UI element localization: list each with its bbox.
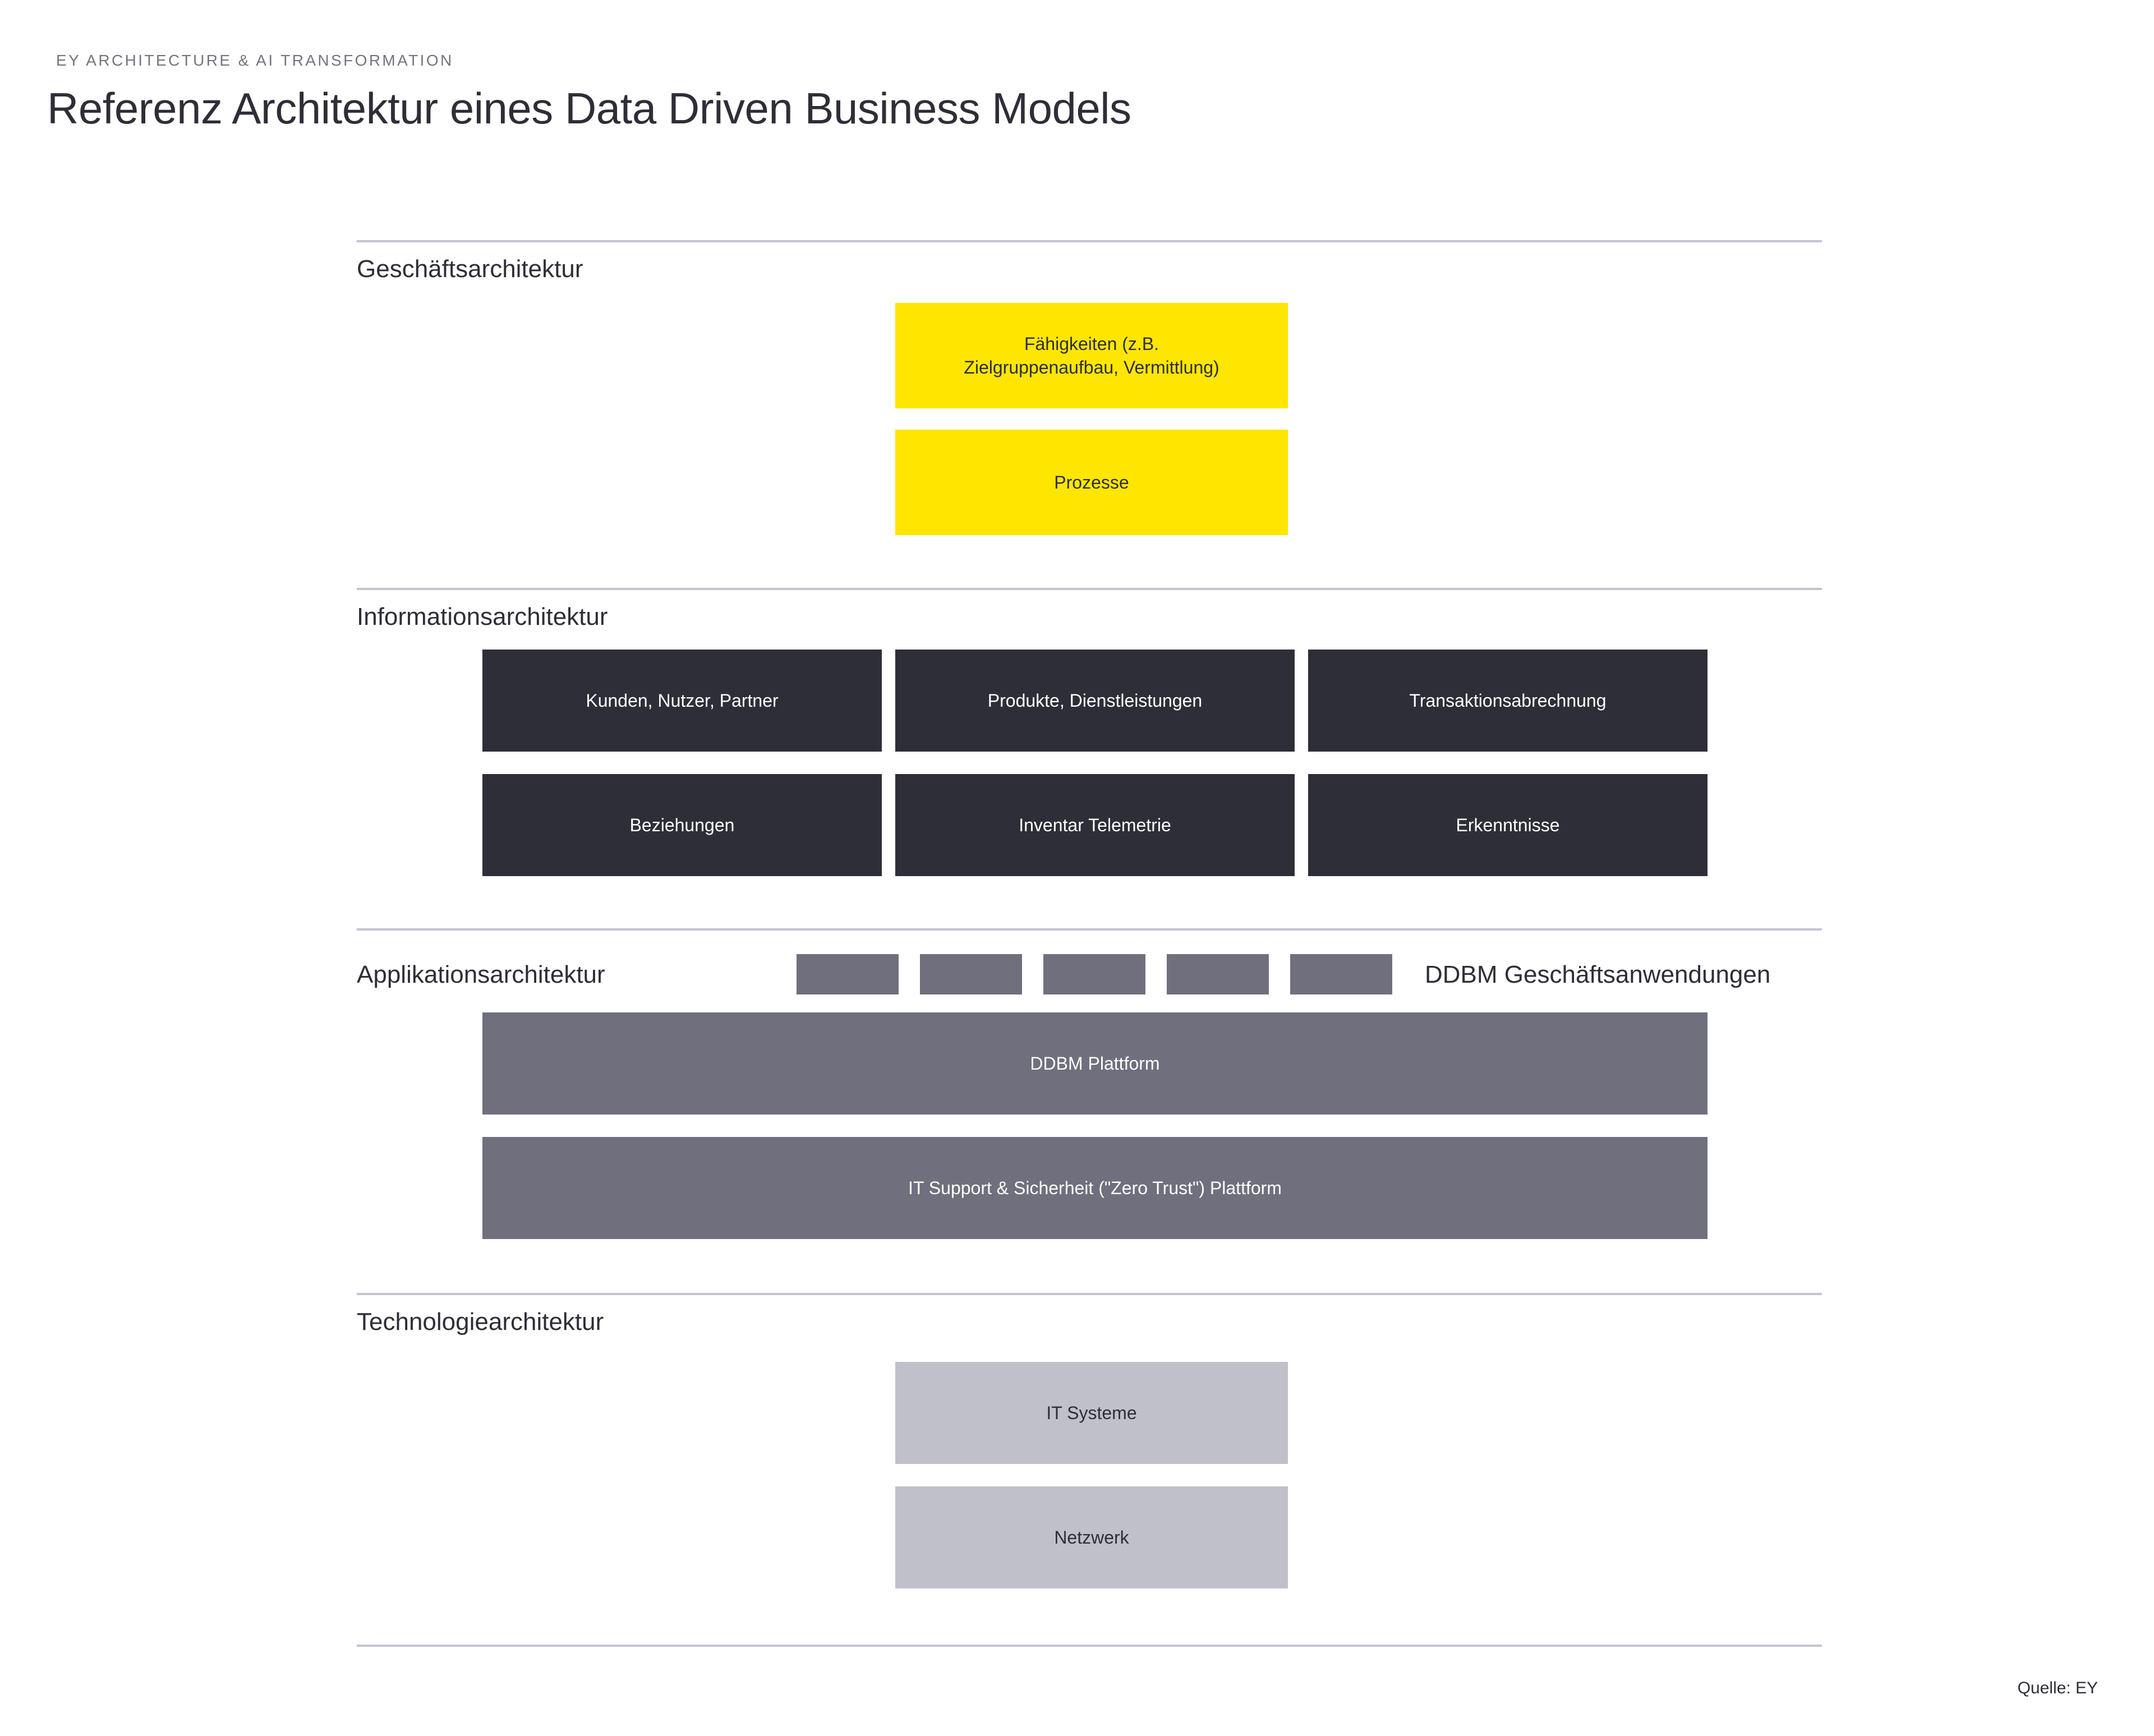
box-inventory-telemetry[interactable]: Inventar Telemetrie xyxy=(895,774,1295,876)
box-capabilities[interactable]: Fähigkeiten (z.B. Zielgruppenaufbau, Ver… xyxy=(895,303,1288,408)
app-chip-1[interactable] xyxy=(797,954,899,994)
eyebrow-label: EY ARCHITECTURE & AI TRANSFORMATION xyxy=(56,52,454,69)
box-transaction-billing-text: Transaktionsabrechnung xyxy=(1409,690,1607,711)
page-title: Referenz Architektur eines Data Driven B… xyxy=(47,84,1131,133)
box-capabilities-text: Fähigkeiten (z.B. Zielgruppenaufbau, Ver… xyxy=(964,332,1219,379)
section-label-technology: Technologiearchitektur xyxy=(357,1308,604,1336)
box-ddbm-platform[interactable]: DDBM Plattform xyxy=(482,1012,1707,1115)
divider-technology xyxy=(357,1293,1822,1295)
box-products-services[interactable]: Produkte, Dienstleistungen xyxy=(895,650,1295,752)
box-insights-text: Erkenntnisse xyxy=(1456,814,1560,835)
box-customers-users-partners-text: Kunden, Nutzer, Partner xyxy=(586,690,779,711)
box-it-support-security-platform[interactable]: IT Support & Sicherheit ("Zero Trust") P… xyxy=(482,1137,1707,1239)
box-transaction-billing[interactable]: Transaktionsabrechnung xyxy=(1308,650,1707,752)
box-network-text: Netzwerk xyxy=(1054,1527,1129,1548)
source-note: Quelle: EY xyxy=(2017,1679,2098,1697)
box-products-services-text: Produkte, Dienstleistungen xyxy=(987,690,1203,711)
box-network[interactable]: Netzwerk xyxy=(895,1486,1288,1588)
divider-footer xyxy=(357,1645,1822,1647)
box-relationships[interactable]: Beziehungen xyxy=(482,774,882,876)
box-customers-users-partners[interactable]: Kunden, Nutzer, Partner xyxy=(482,650,882,752)
box-it-support-security-platform-text: IT Support & Sicherheit ("Zero Trust") P… xyxy=(908,1177,1282,1198)
box-capabilities-line2: Zielgruppenaufbau, Vermittlung) xyxy=(964,357,1219,377)
box-relationships-text: Beziehungen xyxy=(629,814,735,835)
divider-application xyxy=(357,928,1822,931)
section-label-information: Informationsarchitektur xyxy=(357,603,608,630)
box-insights[interactable]: Erkenntnisse xyxy=(1308,774,1707,876)
box-inventory-telemetry-text: Inventar Telemetrie xyxy=(1019,814,1171,835)
app-chip-5[interactable] xyxy=(1290,954,1392,994)
section-label-application: Applikationsarchitektur xyxy=(357,961,605,988)
box-processes-text: Prozesse xyxy=(1054,472,1129,492)
app-chip-3[interactable] xyxy=(1043,954,1145,994)
divider-information xyxy=(357,588,1822,590)
box-processes[interactable]: Prozesse xyxy=(895,430,1288,535)
divider-business xyxy=(357,240,1822,242)
section-label-business: Geschäftsarchitektur xyxy=(357,255,583,283)
box-ddbm-platform-text: DDBM Plattform xyxy=(1030,1053,1160,1074)
apps-caption: DDBM Geschäftsanwendungen xyxy=(1425,961,1771,988)
app-chip-4[interactable] xyxy=(1167,954,1269,994)
box-capabilities-line1: Fähigkeiten (z.B. xyxy=(1024,333,1159,354)
box-it-systems-text: IT Systeme xyxy=(1046,1402,1137,1423)
box-it-systems[interactable]: IT Systeme xyxy=(895,1362,1288,1464)
app-chip-2[interactable] xyxy=(920,954,1022,994)
